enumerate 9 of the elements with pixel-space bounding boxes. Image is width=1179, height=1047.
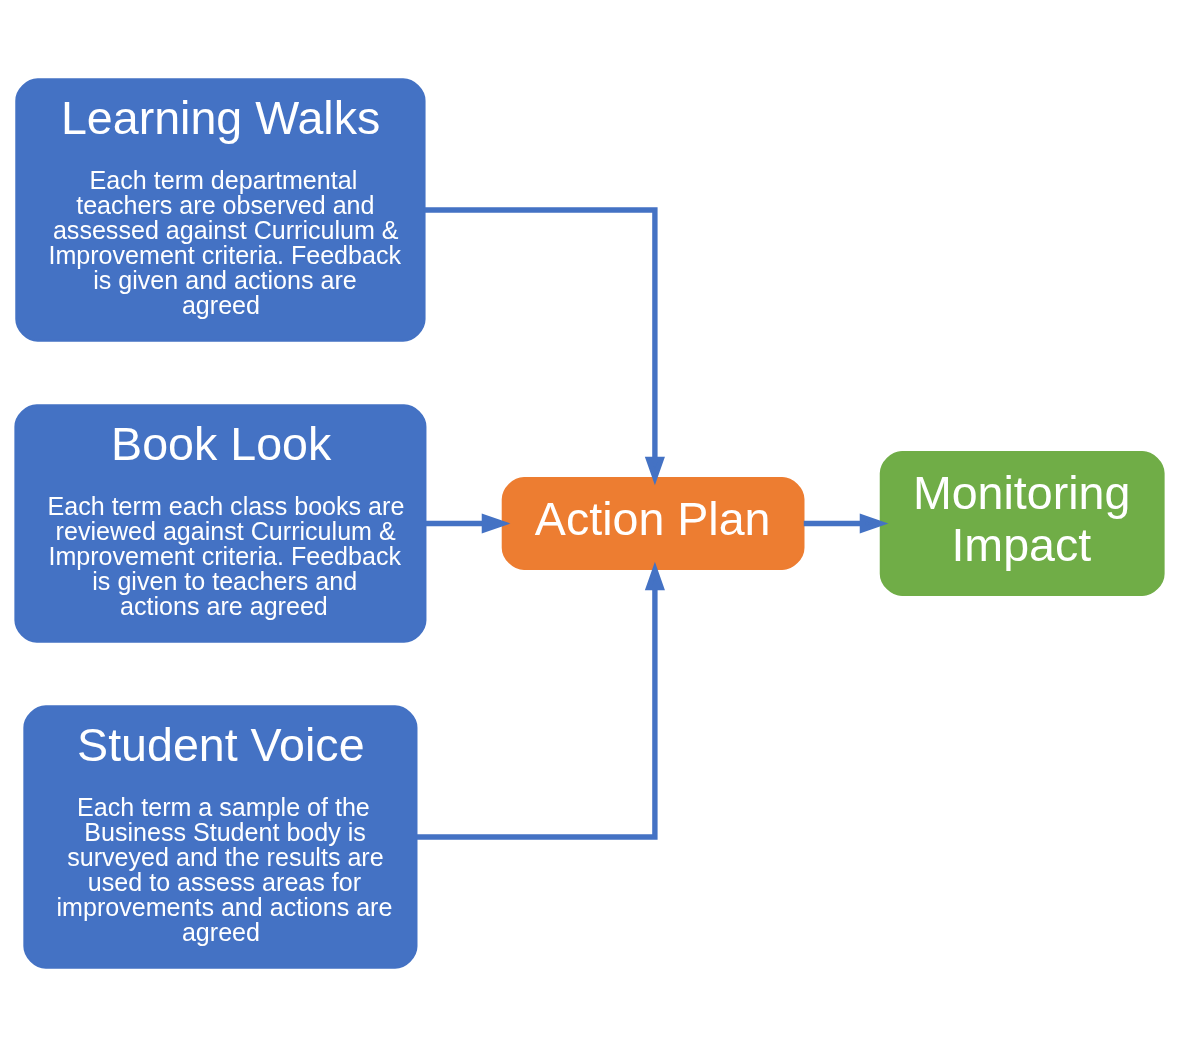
arrow	[803, 513, 889, 534]
arrow	[424, 207, 665, 486]
arrow	[416, 561, 665, 840]
node-box: Book Look Each term each class books are reviewed against Curriculum & Improvement criteria. Feedback is given to teachers and actions are agreed	[14, 404, 427, 643]
node-box: Learning Walks Each term departmental teachers are observed and assessed against Curriculum & Improvement criteria. Feedback is given and actions are agreed	[15, 78, 426, 342]
node-box: Student Voice Each term a sample of the Business Student body is surveyed and the results are used to assess areas for improvements and actions are agreed	[23, 705, 418, 969]
node-box: Monitoring Impact	[879, 450, 1165, 597]
arrow	[426, 513, 511, 534]
node-box: Action Plan	[501, 476, 805, 571]
